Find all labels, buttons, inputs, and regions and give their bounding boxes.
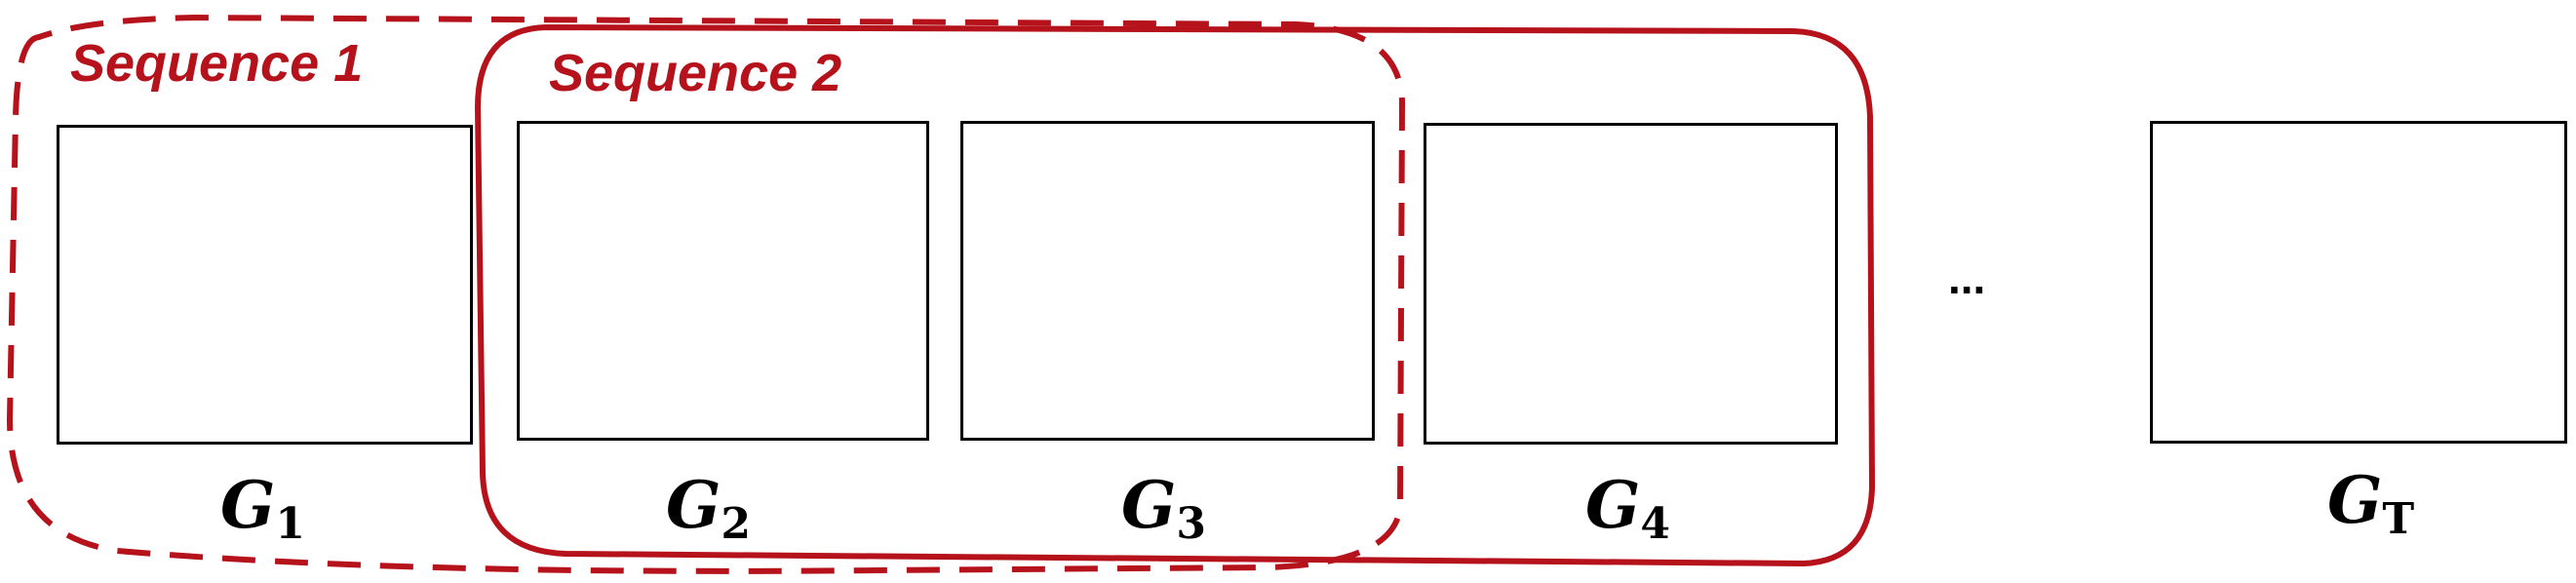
sequence-2-label: Sequence 2 (549, 44, 842, 102)
caption-letter: G (666, 467, 722, 543)
snapshot-frame-g4 (1424, 123, 1838, 445)
ellipsis: ... (1948, 253, 1986, 303)
snapshot-caption-g2: G2 (666, 473, 751, 546)
snapshot-frame-g3 (960, 121, 1375, 441)
caption-letter: G (220, 467, 276, 543)
snapshot-caption-g3: G3 (1121, 473, 1206, 546)
snapshot-frame-g1 (57, 125, 473, 445)
snapshot-frame-g2 (517, 121, 929, 441)
snapshot-frame-gt (2150, 121, 2567, 444)
snapshot-caption-gt: GT (2327, 468, 2414, 541)
caption-letter: G (2327, 462, 2383, 538)
caption-subscript: 3 (1176, 499, 1206, 549)
caption-letter: G (1121, 467, 1177, 543)
sequence-2-boundary (474, 23, 1876, 567)
caption-subscript: 4 (1640, 499, 1670, 549)
sequence-1-label: Sequence 1 (70, 34, 364, 93)
caption-subscript: T (2382, 494, 2415, 544)
sequence-1-boundary (6, 14, 1406, 574)
snapshot-caption-g4: G4 (1585, 473, 1670, 546)
caption-letter: G (1585, 467, 1641, 543)
snapshot-caption-g1: G1 (220, 473, 305, 546)
caption-subscript: 2 (721, 499, 751, 549)
caption-subscript: 1 (275, 499, 305, 549)
